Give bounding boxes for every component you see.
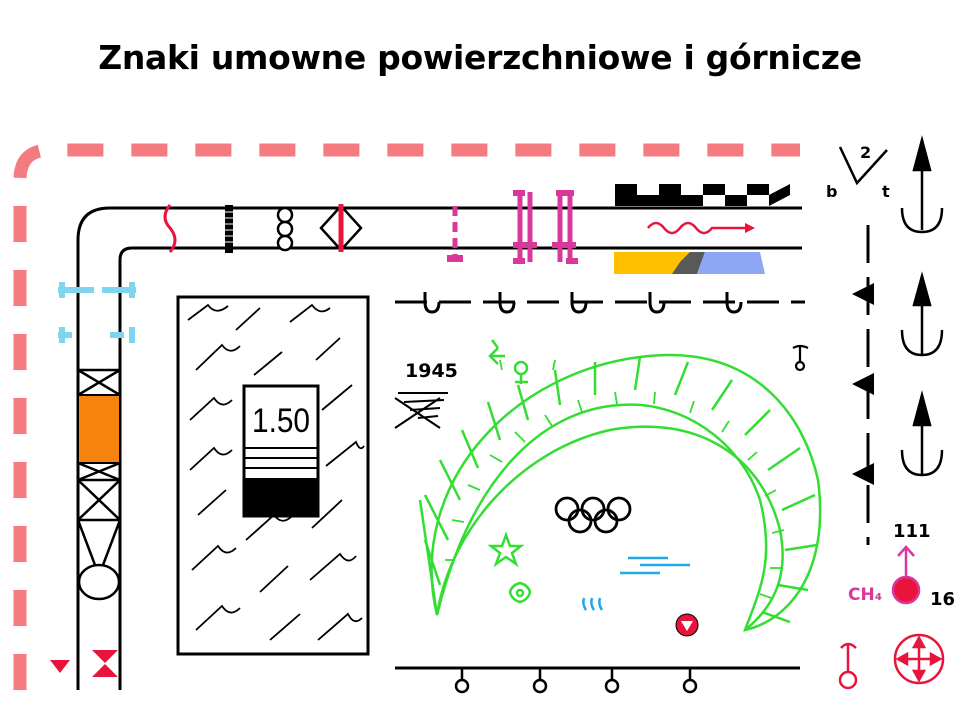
bridge-comb-icon [225, 205, 233, 253]
right-dashed-line [852, 225, 874, 545]
dashed-boundary [13, 143, 800, 690]
number-16: 16 [930, 589, 955, 610]
v-mark [838, 146, 888, 186]
culvert-marks [58, 282, 136, 343]
vertical-road-symbols [76, 368, 122, 601]
letter-t: t [882, 182, 890, 201]
hooked-dashed-line [395, 292, 805, 314]
elevation-label: 1.50 [252, 402, 310, 440]
green-pin-icon [513, 360, 529, 384]
monument-icon [394, 392, 448, 429]
red-triangles [50, 650, 118, 677]
flower-icon [508, 581, 532, 604]
spring-icon [582, 597, 604, 611]
small-anchor-icon [792, 344, 809, 372]
star-icon [487, 531, 525, 568]
gas-vent-icon [891, 545, 921, 605]
bottom-line-markers [395, 666, 800, 694]
colored-band-icon [614, 252, 765, 274]
slide-title: Znaki umowne powierzchniowe i górnicze [98, 38, 862, 77]
water-lines-icon [620, 556, 690, 575]
bridge-circles-icon [276, 206, 294, 252]
elevation-marker: 1.50 [242, 384, 320, 518]
rail-crossing-icon [447, 190, 578, 264]
anchor-icon [900, 135, 944, 477]
number-111: 111 [893, 521, 931, 542]
checkered-strip-icon [615, 184, 790, 206]
shaft-icon [838, 642, 858, 690]
road-double-line [76, 206, 802, 690]
orange-block [77, 394, 121, 464]
green-arrow-icon [488, 339, 505, 365]
compass-rose-icon [893, 633, 945, 685]
superscript-2: 2 [860, 143, 871, 162]
letter-b: b [826, 182, 837, 201]
olympic-rings-icon [554, 496, 632, 534]
red-circle-icon [675, 613, 699, 637]
hatched-area [176, 295, 370, 656]
gas-formula: CH₄ [848, 585, 882, 605]
river-wave-arrow-icon [647, 221, 755, 235]
bridge-diamond-icon [319, 204, 363, 252]
bridge-s-icon [163, 204, 177, 253]
year-label: 1945 [405, 360, 458, 382]
green-crescent [418, 353, 822, 632]
